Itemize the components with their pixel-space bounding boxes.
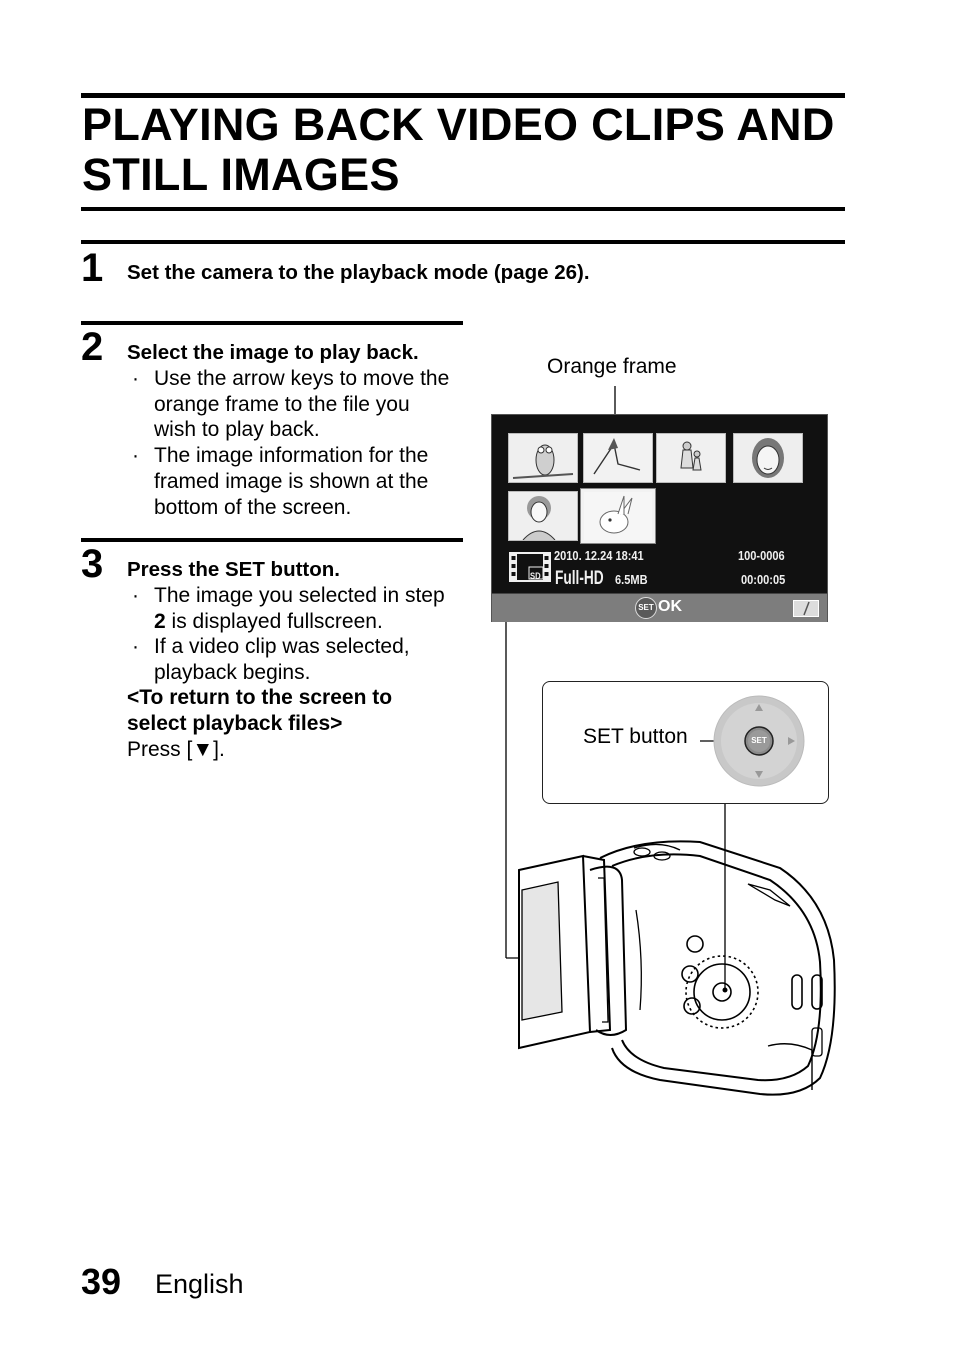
woman-portrait-icon [509, 492, 577, 540]
file-size: 6.5MB [615, 572, 648, 587]
step3-number: 3 [81, 542, 104, 586]
step2-heading: Select the image to play back. [127, 341, 419, 364]
step3-heading: Press the SET button. [127, 558, 340, 581]
thumbnail-children [656, 433, 726, 483]
step2-number: 2 [81, 325, 104, 369]
thumbnail-woman [508, 491, 578, 541]
step1-number: 1 [81, 246, 104, 290]
dial-set-label: SET [751, 736, 767, 745]
resolution-label: Full-HD [555, 568, 604, 589]
rabbit-icon [584, 492, 652, 540]
duration: 00:00:05 [741, 572, 786, 587]
thumbnail-owl [508, 433, 578, 483]
return-instruction: Press [▼]. [127, 738, 225, 761]
camcorder-illustration [518, 840, 836, 1096]
list-item: ·If a video clip was selected, playback … [132, 635, 410, 685]
title-top-rule [81, 93, 845, 98]
list-item: ·The image you selected in step 2 is dis… [132, 584, 445, 633]
ok-label: OK [658, 598, 682, 615]
set-button-label: SET button [583, 725, 688, 748]
step3-rule [81, 538, 463, 542]
owl-icon [509, 434, 577, 482]
ok-bar: SET OK [492, 593, 827, 622]
thumbnail-bird [583, 433, 653, 483]
list-item: ·The image information for the framed im… [132, 444, 429, 519]
bird-icon [584, 434, 652, 482]
language-label: English [155, 1269, 244, 1299]
page-title: PLAYING BACK VIDEO CLIPS AND STILL IMAGE… [82, 99, 835, 200]
step3-bullets: ·The image you selected in step 2 is dis… [127, 583, 452, 686]
playback-screen: SD 2010. 12.24 18:41 100-0006 Full-HD 6.… [491, 414, 828, 622]
set-badge: SET [635, 597, 657, 619]
thumbnail-rabbit-selected[interactable] [580, 488, 656, 544]
step1-rule [81, 240, 845, 244]
children-icon [657, 434, 725, 482]
step1-heading: Set the camera to the playback mode (pag… [127, 261, 590, 284]
sd-label: SD [530, 571, 541, 581]
list-item: ·Use the arrow keys to move the orange f… [132, 367, 450, 442]
return-subheading: <To return to the screen to select playb… [127, 686, 393, 735]
page-number: 39 [81, 1261, 122, 1302]
girl-portrait-icon [734, 434, 802, 482]
battery-icon [793, 600, 819, 617]
video-clip-icon [509, 552, 551, 582]
orange-frame-label: Orange frame [547, 355, 677, 378]
file-number: 100-0006 [738, 548, 785, 563]
control-dial-icon [700, 695, 805, 787]
thumbnail-girl [733, 433, 803, 483]
date-time: 2010. 12.24 18:41 [554, 548, 644, 563]
title-bottom-rule [81, 207, 845, 211]
step2-bullets: ·Use the arrow keys to move the orange f… [127, 366, 452, 520]
step2-rule [81, 321, 463, 325]
